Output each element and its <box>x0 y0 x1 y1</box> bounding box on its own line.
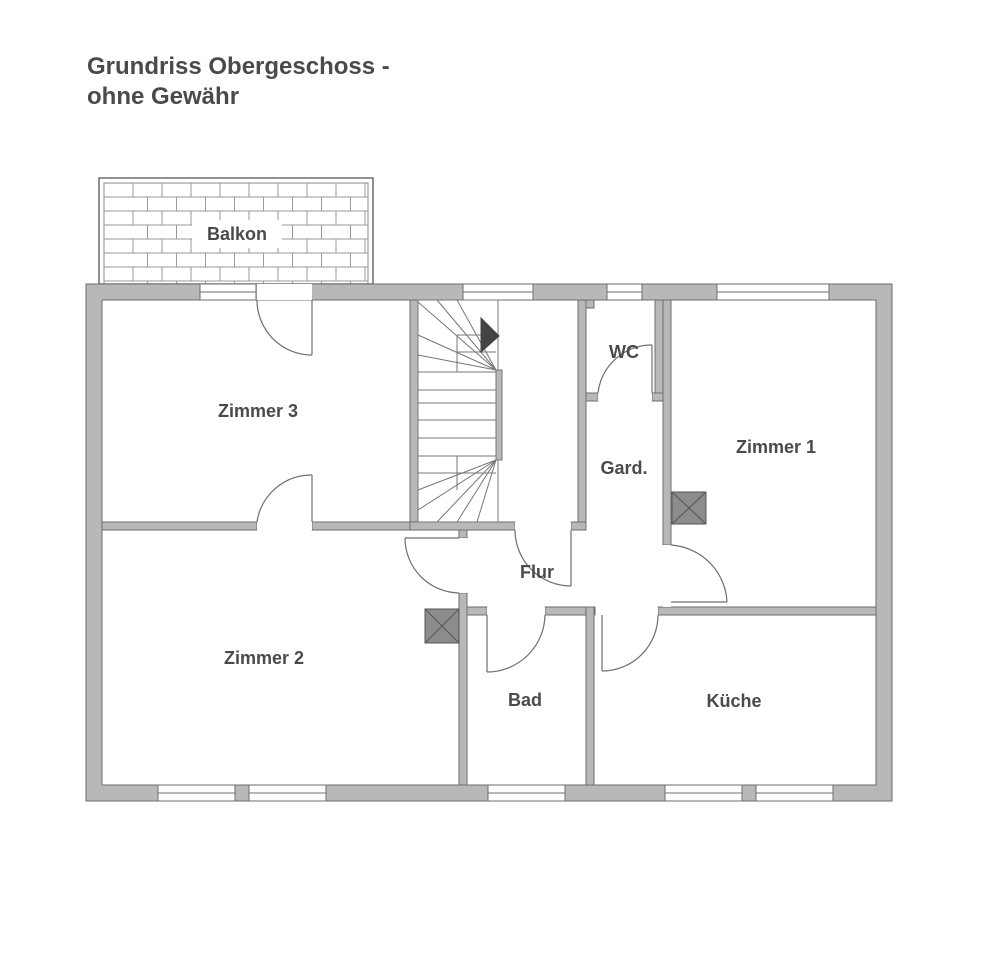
plan-title: Grundriss Obergeschoss - ohne Gewähr <box>87 52 390 112</box>
room-label-flur: Flur <box>520 562 554 582</box>
room-label-balkon: Balkon <box>207 224 267 244</box>
plan-title-line-2: ohne Gewähr <box>87 83 240 110</box>
room-label-zimmer-2: Zimmer 2 <box>224 648 304 668</box>
chimneys <box>424 491 707 644</box>
interior-walls <box>101 299 877 786</box>
windows <box>157 283 834 802</box>
room-label-kueche: Küche <box>706 691 761 711</box>
room-label-zimmer-1: Zimmer 1 <box>736 437 816 457</box>
room-label-wc: WC <box>609 342 639 362</box>
room-label-zimmer-3: Zimmer 3 <box>218 401 298 421</box>
staircase <box>417 299 503 523</box>
doors <box>256 284 728 673</box>
plan-title-line-1: Grundriss Obergeschoss - <box>87 53 390 80</box>
room-label-bad: Bad <box>508 690 542 710</box>
balcony <box>98 177 374 285</box>
room-label-garderobe: Gard. <box>600 458 647 478</box>
